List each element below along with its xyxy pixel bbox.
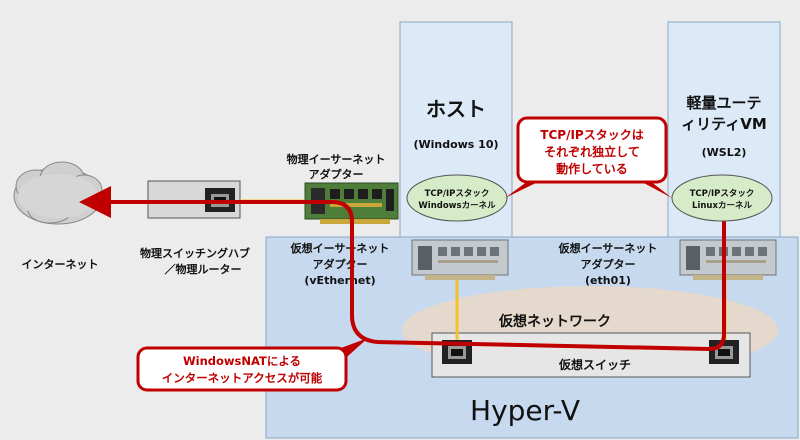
callout-tcpip-line1: TCP/IPスタックは <box>540 128 643 142</box>
vm-title-line1: 軽量ユーテ <box>686 94 761 112</box>
vnic-left-label-line1: 仮想イーサーネット <box>290 241 390 255</box>
virtual-switch-label: 仮想スイッチ <box>558 357 631 372</box>
callout-tcpip-line3: 動作している <box>556 161 628 176</box>
virtual-nic-left-icon <box>411 239 509 280</box>
vnic-left-label-line2: アダプター <box>313 257 368 271</box>
physical-nic-label-line2: アダプター <box>309 167 364 181</box>
vnic-right-label-line1: 仮想イーサーネット <box>558 241 658 255</box>
switch-port-right-icon <box>709 340 739 364</box>
hyperv-label: Hyper-V <box>470 394 580 427</box>
host-title: ホスト <box>426 97 486 121</box>
virtual-switch <box>431 332 751 378</box>
virtual-network-label: 仮想ネットワーク <box>498 313 611 330</box>
vnic-right-label-line2: アダプター <box>581 257 636 271</box>
callout-nat-line1: WindowsNATによる <box>183 354 301 368</box>
physical-hub-icon <box>147 180 241 219</box>
host-tcpip-stack <box>406 174 508 222</box>
host-os-label: (Windows 10) <box>413 138 498 151</box>
vm-stack-line1: TCP/IPスタック <box>690 188 755 199</box>
internet-label: インターネット <box>22 258 99 271</box>
vm-title-line2: ィリティVM <box>681 115 767 133</box>
hub-label-line2: ／物理ルーター <box>165 262 242 276</box>
hub-label-line1: 物理スイッチングハブ <box>140 246 250 260</box>
virtual-nic-right-icon <box>679 239 777 280</box>
callout-nat-line2: インターネットアクセスが可能 <box>162 371 323 385</box>
vm-stack-line2: Linuxカーネル <box>692 200 752 211</box>
host-stack-line1: TCP/IPスタック <box>425 188 490 199</box>
physical-nic-label-line1: 物理イーサーネット <box>287 152 386 166</box>
vm-os-label: (WSL2) <box>702 146 747 159</box>
traffic-path <box>79 186 726 352</box>
callout-tcpip-line2: それぞれ独立して <box>544 144 640 159</box>
callout-tcpip <box>505 116 672 198</box>
host-stack-line2: Windowsカーネル <box>418 200 496 211</box>
vnic-left-label-line3: (vEthernet) <box>304 274 375 287</box>
callout-nat <box>136 338 368 392</box>
vnic-right-label-line3: (eth01) <box>585 274 631 287</box>
